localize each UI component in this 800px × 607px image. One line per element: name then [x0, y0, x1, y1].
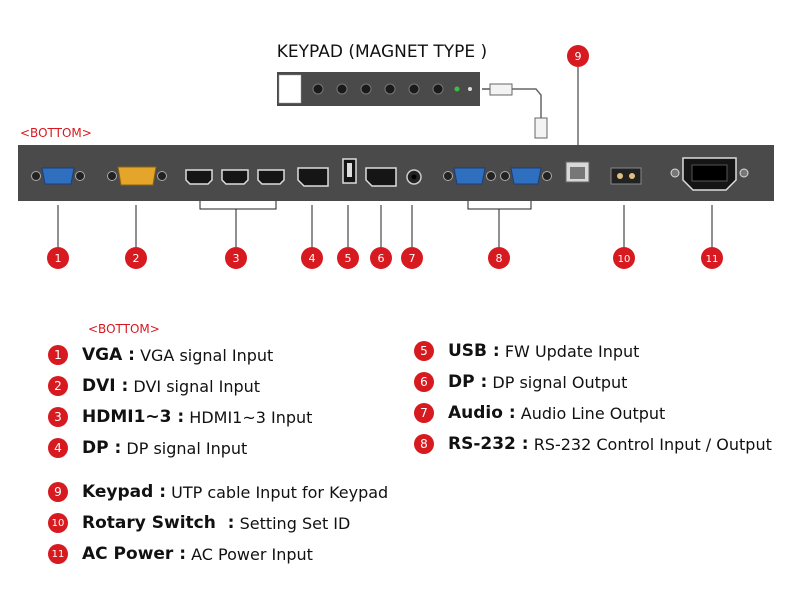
legend-desc: DP signal Output	[492, 372, 628, 392]
dp-output-port	[365, 167, 397, 187]
audio-port	[406, 169, 422, 185]
svg-text:5: 5	[345, 252, 352, 265]
utp-cable	[482, 83, 548, 139]
svg-text:11: 11	[706, 254, 719, 265]
legend-name: DP :	[448, 372, 488, 392]
keypad-title: KEYPAD (MAGNET TYPE )	[277, 42, 487, 62]
legend-name: HDMI1~3 :	[82, 407, 185, 427]
legend-name: RS-232 :	[448, 434, 529, 454]
dvi-port	[107, 166, 167, 186]
badge-7: 7	[401, 247, 423, 269]
badge-icon: 2	[48, 376, 68, 396]
legend-name: DVI :	[82, 376, 129, 396]
vga-port	[31, 167, 85, 185]
badge-icon: 1	[48, 345, 68, 365]
legend-desc: AC Power Input	[191, 544, 313, 564]
badge-6: 6	[370, 247, 392, 269]
legend-desc: VGA signal Input	[140, 345, 274, 365]
legend-item-keypad: 9 Keypad : UTP cable Input for Keypad	[48, 480, 388, 504]
badge-icon: 7	[414, 403, 434, 423]
badge-icon: 5	[414, 341, 434, 361]
legend-item-usb: 5 USB : FW Update Input	[414, 339, 639, 363]
ac-power-port	[670, 157, 749, 191]
legend-desc: Setting Set ID	[239, 513, 351, 533]
badge-10: 10	[613, 247, 635, 269]
legend-item-dp-input: 4 DP : DP signal Input	[48, 436, 247, 460]
legend-name: Keypad :	[82, 482, 167, 502]
legend-name: Audio :	[448, 403, 516, 423]
badge-8: 8	[488, 247, 510, 269]
legend-item-dvi: 2 DVI : DVI signal Input	[48, 374, 260, 398]
svg-text:3: 3	[233, 252, 240, 265]
keypad-led-icon	[454, 86, 460, 92]
rotary-switch	[610, 167, 642, 185]
legend-item-audio: 7 Audio : Audio Line Output	[414, 401, 665, 425]
bottom-label-top: <BOTTOM>	[20, 126, 92, 140]
legend-name: DP :	[82, 438, 122, 458]
svg-text:8: 8	[496, 252, 503, 265]
legend-desc: DP signal Input	[126, 438, 248, 458]
legend-name: VGA :	[82, 345, 135, 365]
badge-icon: 4	[48, 438, 68, 458]
badge-icon: 8	[414, 434, 434, 454]
svg-text:10: 10	[618, 254, 631, 265]
badge-icon: 10	[48, 513, 68, 533]
legend-desc: HDMI1~3 Input	[189, 407, 313, 427]
badge-9: 9	[567, 45, 589, 67]
legend-name: USB :	[448, 341, 500, 361]
hdmi-ports	[185, 169, 285, 185]
legend-desc: UTP cable Input for Keypad	[171, 482, 389, 502]
svg-text:6: 6	[378, 252, 385, 265]
legend-item-hdmi: 3 HDMI1~3 : HDMI1~3 Input	[48, 405, 312, 429]
legend-desc: FW Update Input	[504, 341, 640, 361]
badge-11: 11	[701, 247, 723, 269]
legend-item-rs232: 8 RS-232 : RS-232 Control Input / Output	[414, 432, 772, 456]
badge-4: 4	[301, 247, 323, 269]
badge-icon: 11	[48, 544, 68, 564]
badge-icon: 3	[48, 407, 68, 427]
legend-desc: DVI signal Input	[133, 376, 261, 396]
svg-text:9: 9	[575, 50, 582, 63]
badge-icon: 9	[48, 482, 68, 502]
svg-text:1: 1	[55, 252, 62, 265]
legend-name: Rotary Switch :	[82, 513, 235, 533]
legend-item-ac-power: 11 AC Power : AC Power Input	[48, 542, 313, 566]
legend-desc: RS-232 Control Input / Output	[533, 434, 772, 454]
usb-port	[342, 158, 357, 184]
keypad-device	[277, 72, 480, 106]
leader-lines	[57, 201, 713, 247]
badge-1: 1	[47, 247, 69, 269]
legend-item-vga: 1 VGA : VGA signal Input	[48, 343, 273, 367]
svg-text:2: 2	[133, 252, 140, 265]
svg-text:7: 7	[409, 252, 416, 265]
badge-3: 3	[225, 247, 247, 269]
svg-text:4: 4	[309, 252, 316, 265]
keypad-rj-port	[565, 161, 590, 183]
bottom-label-legend: <BOTTOM>	[88, 322, 160, 336]
legend-desc: Audio Line Output	[520, 403, 666, 423]
dp-input-port	[297, 167, 329, 187]
badge-5: 5	[337, 247, 359, 269]
legend-item-dp-output: 6 DP : DP signal Output	[414, 370, 627, 394]
badge-2: 2	[125, 247, 147, 269]
badge-icon: 6	[414, 372, 434, 392]
legend-item-rotary-switch: 10 Rotary Switch : Setting Set ID	[48, 511, 350, 535]
legend-name: AC Power :	[82, 544, 187, 564]
rs232-ports	[443, 167, 552, 185]
